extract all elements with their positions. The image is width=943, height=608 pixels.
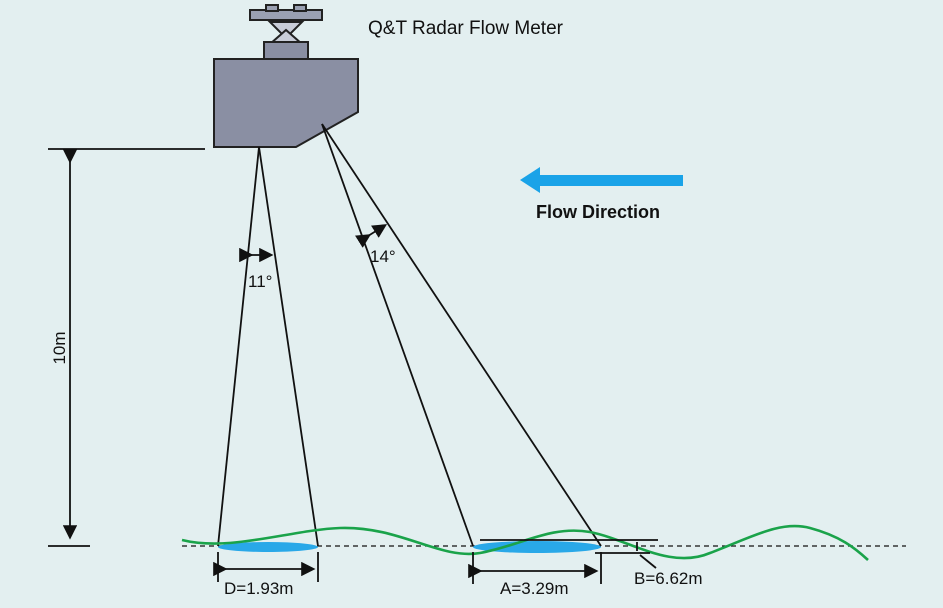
dimension-b-label: B=6.62m xyxy=(634,569,703,588)
vertical-angle-label: 11° xyxy=(248,272,272,291)
flow-arrow-head xyxy=(520,167,540,193)
flow-arrow-shaft xyxy=(538,175,683,186)
vertical-beam xyxy=(217,146,319,547)
inclined-angle-label: 14° xyxy=(370,247,396,266)
dimension-a xyxy=(468,552,602,584)
water-surface-wave xyxy=(181,524,869,561)
mount-bolt-right xyxy=(293,4,307,12)
height-dimension xyxy=(48,148,205,547)
mount-bolt-left xyxy=(265,4,279,12)
dimension-b-leader xyxy=(639,554,657,569)
dimension-d-label: D=1.93m xyxy=(224,579,293,598)
radar-device xyxy=(213,4,359,148)
vertical-beam-left-edge xyxy=(217,146,260,547)
inclined-beam-spot xyxy=(473,541,601,553)
device-housing xyxy=(213,58,359,148)
dimension-a-label: A=3.29m xyxy=(500,579,569,598)
diagram-title: Q&T Radar Flow Meter xyxy=(368,18,564,39)
device-neck xyxy=(263,41,309,61)
inclined-beam xyxy=(321,123,602,547)
height-label: 10m xyxy=(50,331,69,364)
dimension-d xyxy=(213,552,319,582)
inclined-beam-right-edge xyxy=(321,123,602,547)
dimension-b xyxy=(480,539,658,569)
vertical-beam-spot xyxy=(218,542,318,552)
inclined-beam-left-edge xyxy=(321,123,474,547)
inclined-angle-arrow xyxy=(355,224,388,248)
flow-direction-label: Flow Direction xyxy=(536,202,660,222)
vertical-beam-right-edge xyxy=(258,146,319,547)
flow-direction-arrow xyxy=(520,167,683,193)
mount-plate xyxy=(249,9,323,21)
